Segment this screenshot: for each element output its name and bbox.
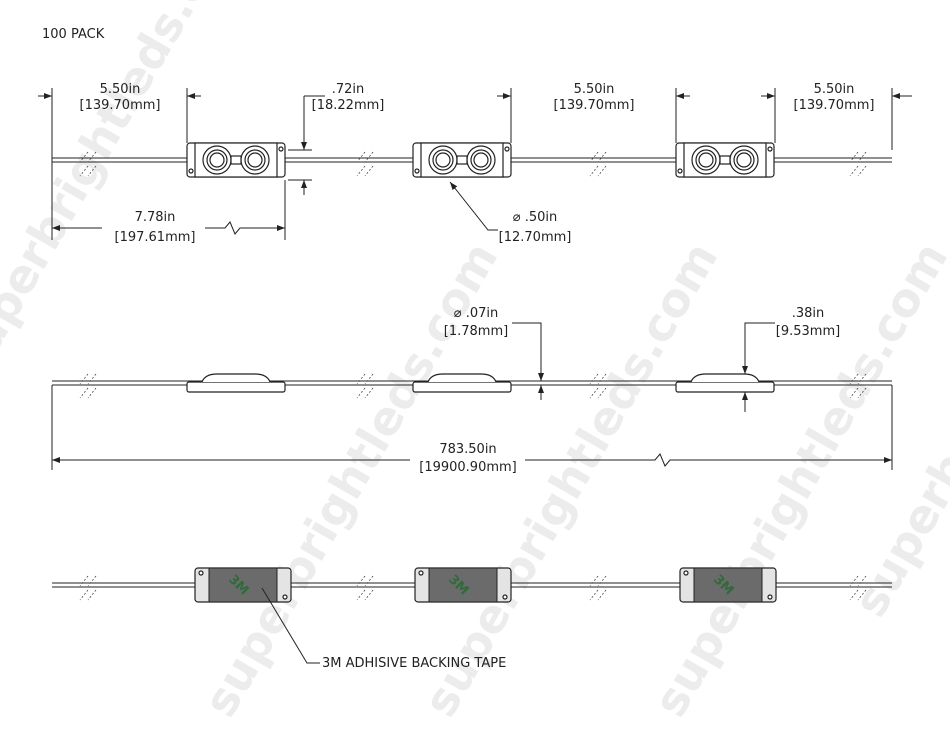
led-module (675, 142, 775, 178)
led-module (412, 142, 512, 178)
side-view-dim-wire-diameter-mm: [1.78mm] (444, 324, 508, 339)
watermark-text: superbrightleds.com (0, 0, 258, 385)
top-view-dim-lens-diameter-mm: [12.70mm] (499, 230, 572, 245)
led-module (186, 142, 286, 178)
top-view-dim-first-module-mm: [197.61mm] (115, 230, 196, 245)
side-view-dim-total-length-in: 783.50in (439, 442, 496, 457)
top-view-dim-first-module-in: 7.78in (135, 210, 176, 225)
top-view-dim-module-height-in: .72in (332, 82, 365, 97)
led-module-side (675, 373, 775, 393)
top-view-dim-right-spacing-mm: [139.70mm] (794, 98, 875, 113)
top-view: 5.50in [139.70mm] .72in [18.22mm] 5.50in… (38, 82, 912, 245)
led-module-side (186, 373, 286, 393)
top-view-dim-module-height-mm: [18.22mm] (312, 98, 385, 113)
side-view-dim-module-thickness-mm: [9.53mm] (776, 324, 840, 339)
side-view-dim-wire-diameter-in: ⌀ .07in (454, 306, 498, 321)
top-view-dim-mid-spacing-mm: [139.70mm] (554, 98, 635, 113)
top-view-dim-right-spacing-in: 5.50in (814, 82, 855, 97)
pack-title: 100 PACK (42, 27, 105, 42)
top-view-dim-left-spacing-mm: [139.70mm] (80, 98, 161, 113)
top-view-dim-lens-diameter-in: ⌀ .50in (513, 210, 557, 225)
side-view: ⌀ .07in [1.78mm] .38in [9.53mm] 783.50in… (51, 306, 893, 475)
tape-label: 3M ADHISIVE BACKING TAPE (322, 656, 506, 671)
top-view-dim-left-spacing-in: 5.50in (100, 82, 141, 97)
side-view-dim-module-thickness-in: .38in (792, 306, 825, 321)
top-view-dim-mid-spacing-in: 5.50in (574, 82, 615, 97)
bottom-view: 3M 3M 3M 3M ADHISIVE BACKING TAPE (52, 567, 892, 671)
side-view-dim-total-length-mm: [19900.90mm] (419, 460, 517, 475)
